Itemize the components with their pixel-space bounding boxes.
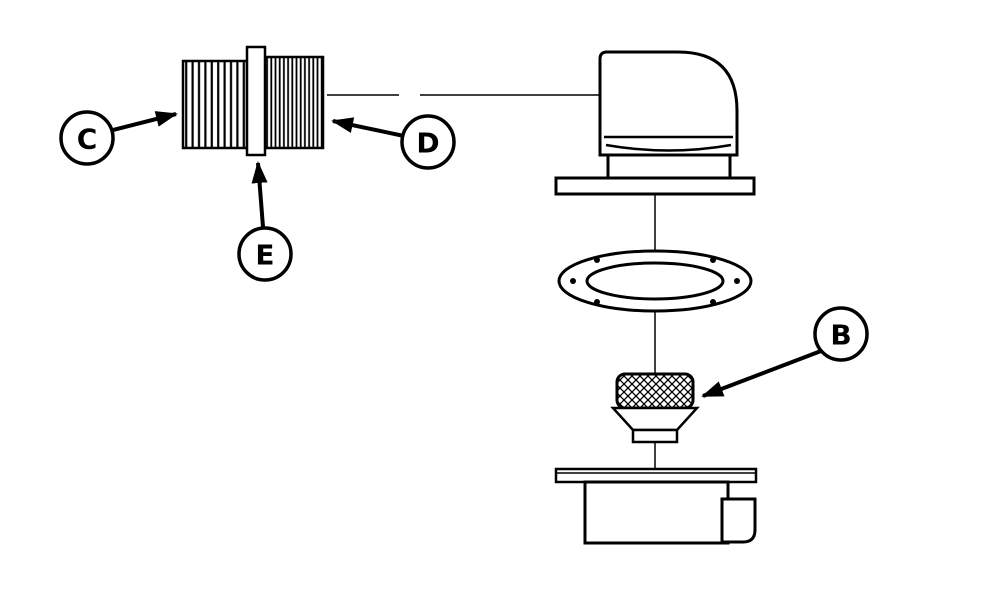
elbow-body xyxy=(598,50,739,157)
gasket-ring xyxy=(557,249,753,313)
callout-E-arrow xyxy=(251,161,268,228)
knurled-cap xyxy=(615,372,695,410)
elbow-curve-line xyxy=(605,143,732,152)
callout-B-bubble xyxy=(813,306,869,362)
callout-B: B xyxy=(701,306,869,398)
base-top-plate xyxy=(554,467,758,484)
gasket-hole-dot xyxy=(570,278,576,284)
gasket-hole-dot xyxy=(734,278,740,284)
elbow-flange xyxy=(554,176,756,196)
callout-B-arrow xyxy=(701,349,822,398)
callout-D-bubble xyxy=(400,114,456,170)
callout-E: E xyxy=(237,161,293,282)
gasket-hole-dot xyxy=(594,257,600,263)
callout-D: D xyxy=(331,114,456,170)
base-corner-stub xyxy=(720,497,757,544)
callout-E-bubble xyxy=(237,226,293,282)
stem-taper xyxy=(610,406,700,432)
gasket-hole-dot xyxy=(710,299,716,305)
base-body xyxy=(554,467,758,545)
elbow-fitting xyxy=(554,50,756,196)
callout-C: C xyxy=(59,110,178,166)
gasket-hole-dot xyxy=(594,299,600,305)
knurled-stem xyxy=(610,372,700,444)
gasket-inner-edge xyxy=(585,261,725,301)
callout-B-letter: B xyxy=(830,319,851,352)
gasket-hole-dot xyxy=(710,257,716,263)
right-thread-section xyxy=(263,55,325,150)
left-thread-section xyxy=(181,59,249,150)
threaded-fitting xyxy=(181,45,325,157)
stem-cylinder xyxy=(631,428,679,444)
callout-E-letter: E xyxy=(255,239,274,272)
callout-C-arrow xyxy=(108,111,178,133)
base-main-block xyxy=(583,480,730,545)
center-collar xyxy=(245,45,267,157)
callout-D-arrow xyxy=(331,117,405,138)
callout-C-bubble xyxy=(59,110,115,166)
callout-D-letter: D xyxy=(416,127,439,160)
callout-C-letter: C xyxy=(77,123,98,156)
